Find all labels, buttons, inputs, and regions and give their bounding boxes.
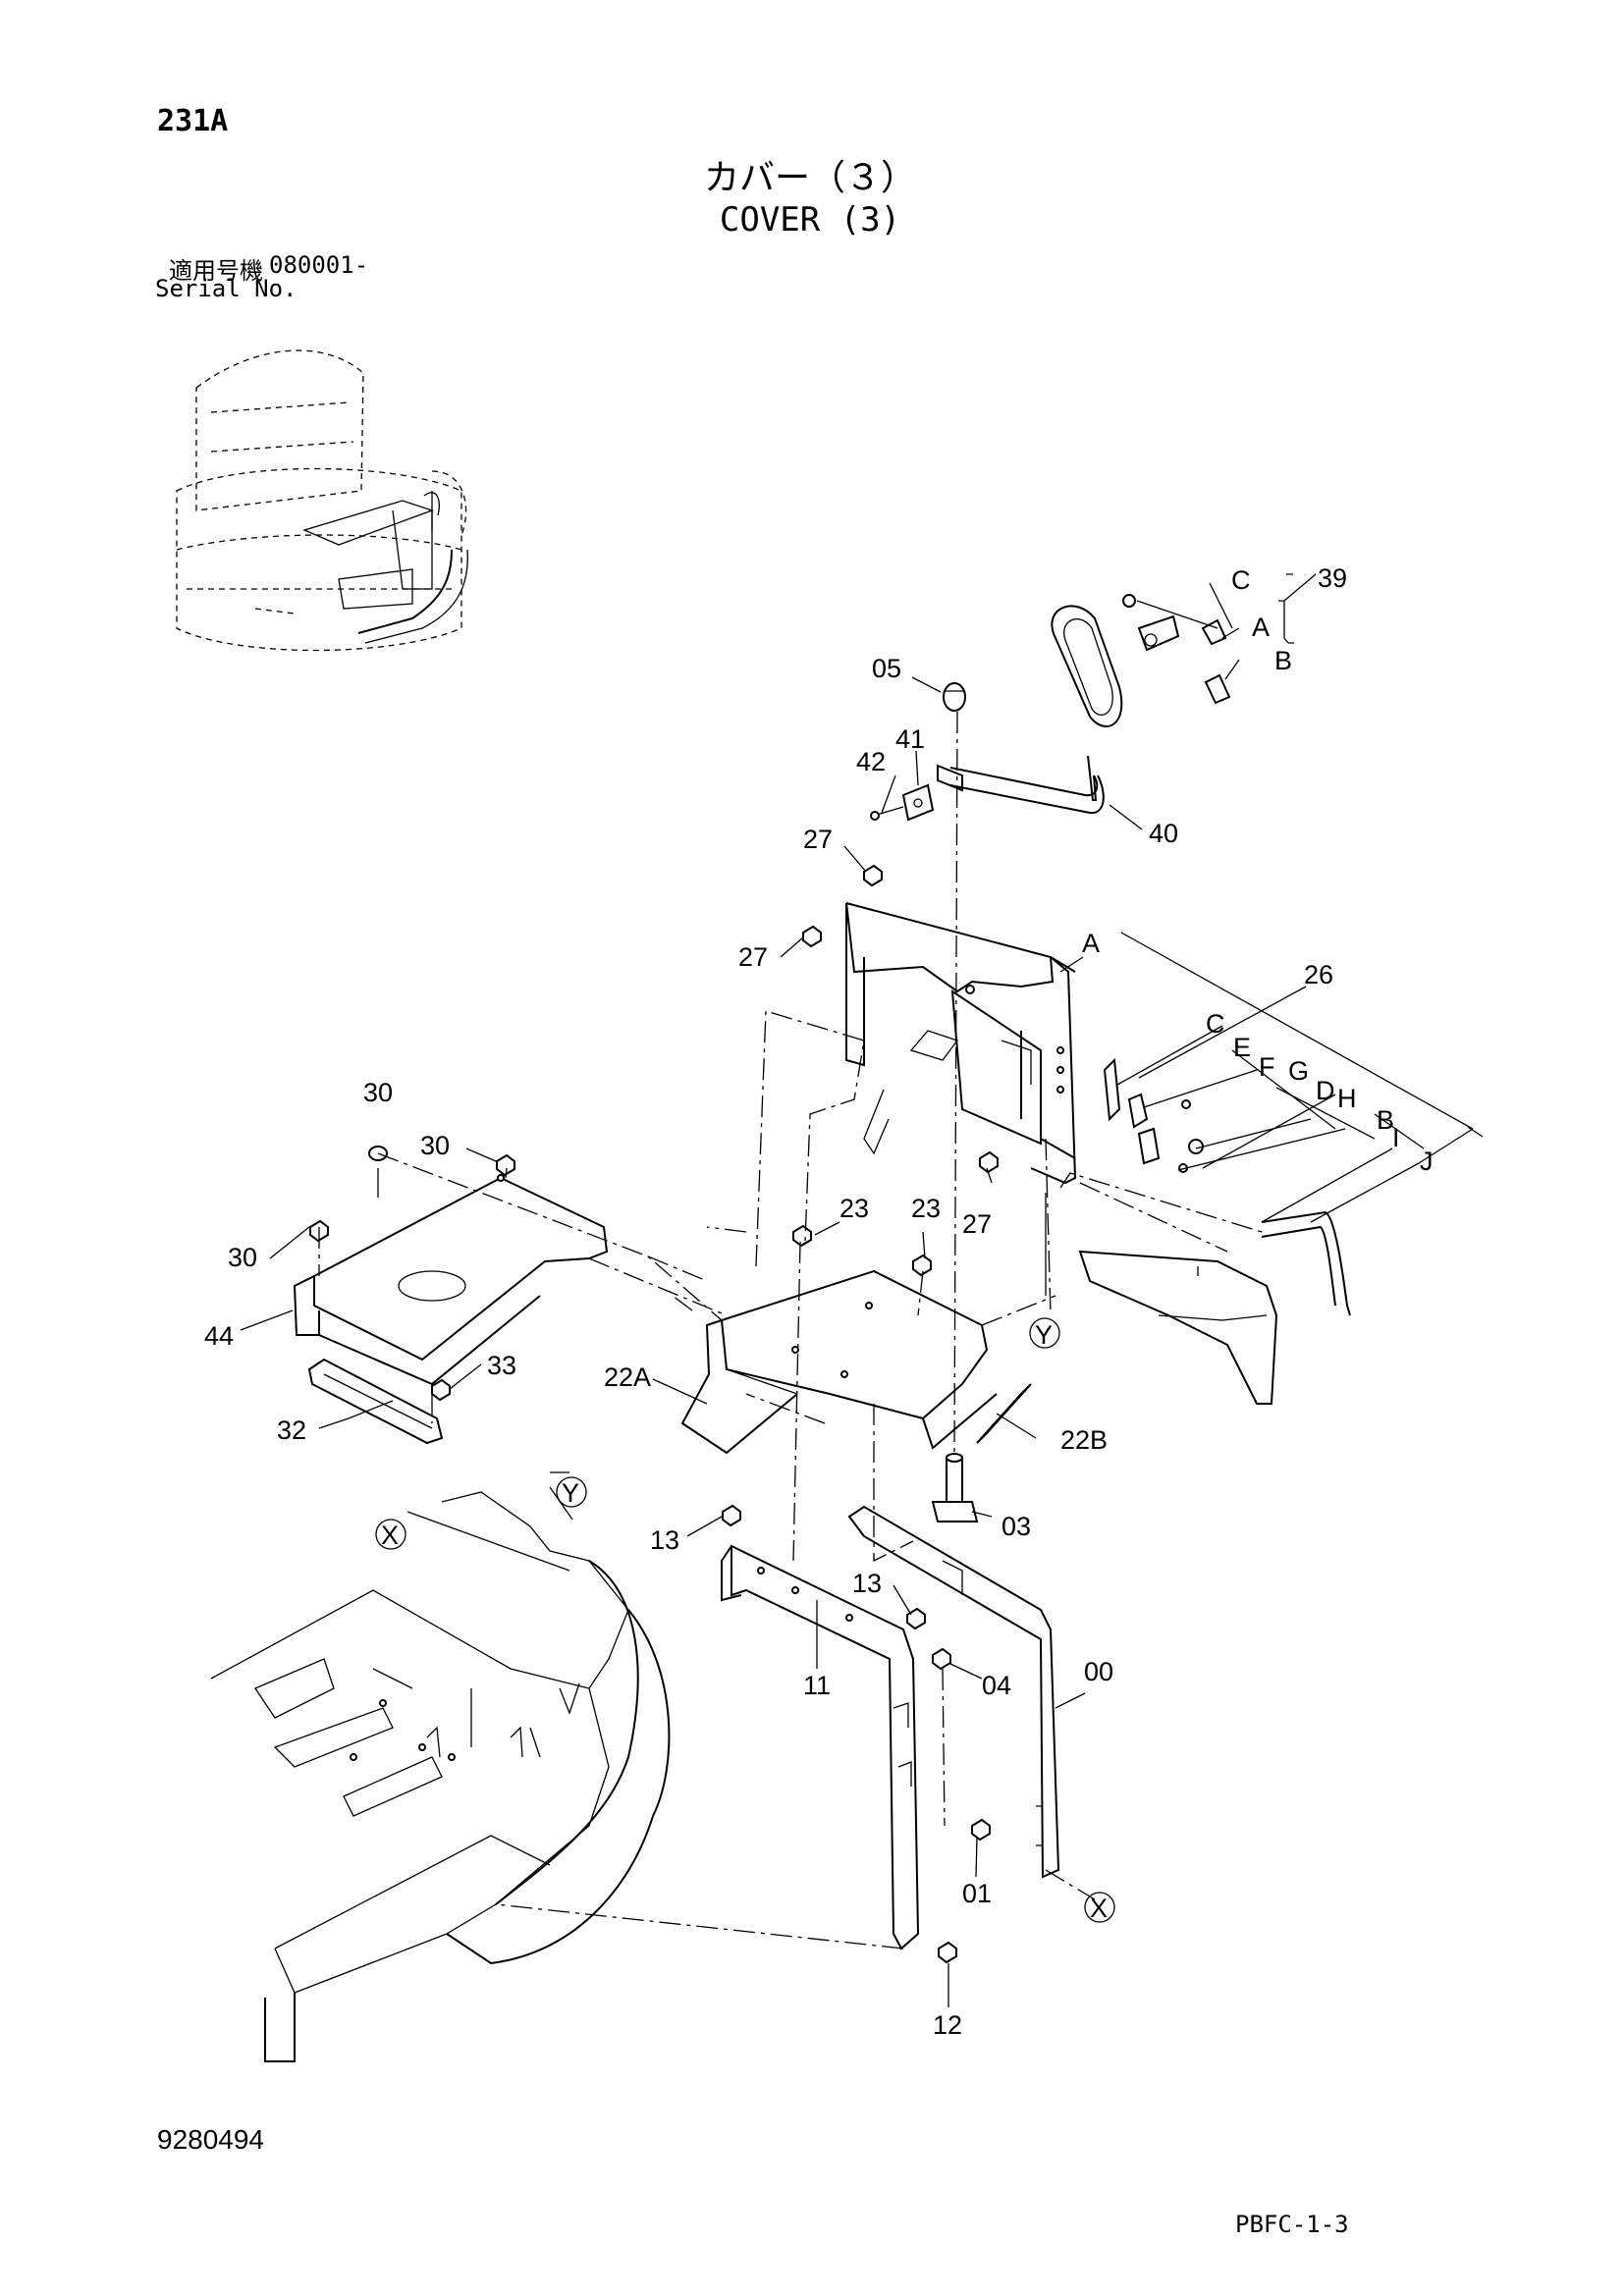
callout-27-right: 27 — [962, 1209, 992, 1239]
callout-32: 32 — [277, 1415, 306, 1445]
callout-A: A — [1082, 929, 1100, 958]
callout-26: 26 — [1304, 960, 1333, 989]
middle-plate-22 — [680, 1269, 1032, 1455]
callout-22A: 22A — [604, 1362, 651, 1392]
callout-B-upper: B — [1274, 646, 1292, 675]
leader-lines — [240, 573, 1484, 2007]
callout-J: J — [1420, 1147, 1434, 1176]
callout-X-lower: X — [381, 1521, 399, 1550]
callout-00: 00 — [1084, 1657, 1113, 1686]
ref-circle-y-lower — [556, 1476, 587, 1508]
alignment-lines — [318, 711, 1263, 1949]
callout-23-left: 23 — [839, 1194, 869, 1223]
callout-12: 12 — [933, 2010, 962, 2040]
callout-labels: 39 C A B 05 41 42 40 27 27 A 26 C E F G … — [204, 563, 1434, 2040]
callout-I: I — [1392, 1123, 1400, 1152]
page-code: 231A — [157, 104, 229, 138]
callout-44: 44 — [204, 1321, 234, 1351]
callout-03: 03 — [1001, 1512, 1031, 1541]
callout-13-left: 13 — [650, 1525, 679, 1555]
frame-11 — [721, 1544, 920, 1950]
reference-markers — [375, 1317, 1115, 1923]
serial-number: 080001- — [269, 251, 369, 279]
ref-circle-x-lower — [375, 1519, 406, 1550]
serial-label-english: Serial No. — [155, 275, 298, 302]
fasteners — [309, 864, 999, 1964]
pin-03 — [931, 1453, 979, 1522]
callout-C: C — [1206, 1009, 1225, 1039]
upper-cover-panel — [845, 902, 1351, 1405]
ref-circle-y-upper — [1029, 1317, 1060, 1349]
callout-04: 04 — [982, 1671, 1011, 1700]
lever-assembly — [870, 594, 1231, 822]
document-number: 9280494 — [157, 2124, 265, 2155]
callout-30-left: 30 — [228, 1243, 257, 1272]
callout-E: E — [1233, 1033, 1251, 1062]
callout-27-left: 27 — [738, 942, 768, 972]
callout-A-upper: A — [1252, 613, 1270, 642]
callout-B: B — [1377, 1105, 1394, 1135]
callout-Y-upper: Y — [1035, 1320, 1053, 1350]
callout-40: 40 — [1149, 819, 1178, 848]
page-title-english: COVER (3) — [719, 200, 901, 240]
callout-F: F — [1259, 1052, 1275, 1082]
floor-plate-44 — [293, 1174, 609, 1445]
callout-D: D — [1316, 1076, 1335, 1105]
page-title-japanese: カバー（３） — [703, 158, 916, 198]
callout-05: 05 — [872, 654, 901, 683]
callout-30-top: 30 — [363, 1078, 393, 1107]
base-frame-view — [210, 1491, 671, 2062]
callout-13-right: 13 — [852, 1569, 882, 1598]
callout-33: 33 — [487, 1351, 516, 1380]
machine-location-thumbnail — [176, 349, 468, 652]
callout-C-upper: C — [1231, 565, 1251, 595]
ref-circle-x-right — [1084, 1892, 1115, 1923]
callout-30-mid: 30 — [420, 1131, 450, 1160]
callout-23-right: 23 — [911, 1194, 941, 1223]
callout-H: H — [1337, 1084, 1357, 1113]
frame-00 — [847, 1505, 1060, 1879]
callout-41: 41 — [895, 724, 925, 754]
callout-27-top: 27 — [803, 825, 833, 854]
callout-42: 42 — [856, 747, 886, 776]
serial-label-japanese: 適用号機 — [169, 257, 263, 285]
callout-G: G — [1288, 1056, 1309, 1086]
callout-11: 11 — [803, 1671, 831, 1700]
page-reference: PBFC-1-3 — [1235, 2211, 1349, 2238]
callout-39: 39 — [1318, 563, 1347, 593]
callout-X-right: X — [1090, 1894, 1108, 1923]
callout-Y-lower: Y — [562, 1478, 579, 1508]
callout-22B: 22B — [1060, 1425, 1108, 1455]
callout-01: 01 — [962, 1879, 992, 1908]
